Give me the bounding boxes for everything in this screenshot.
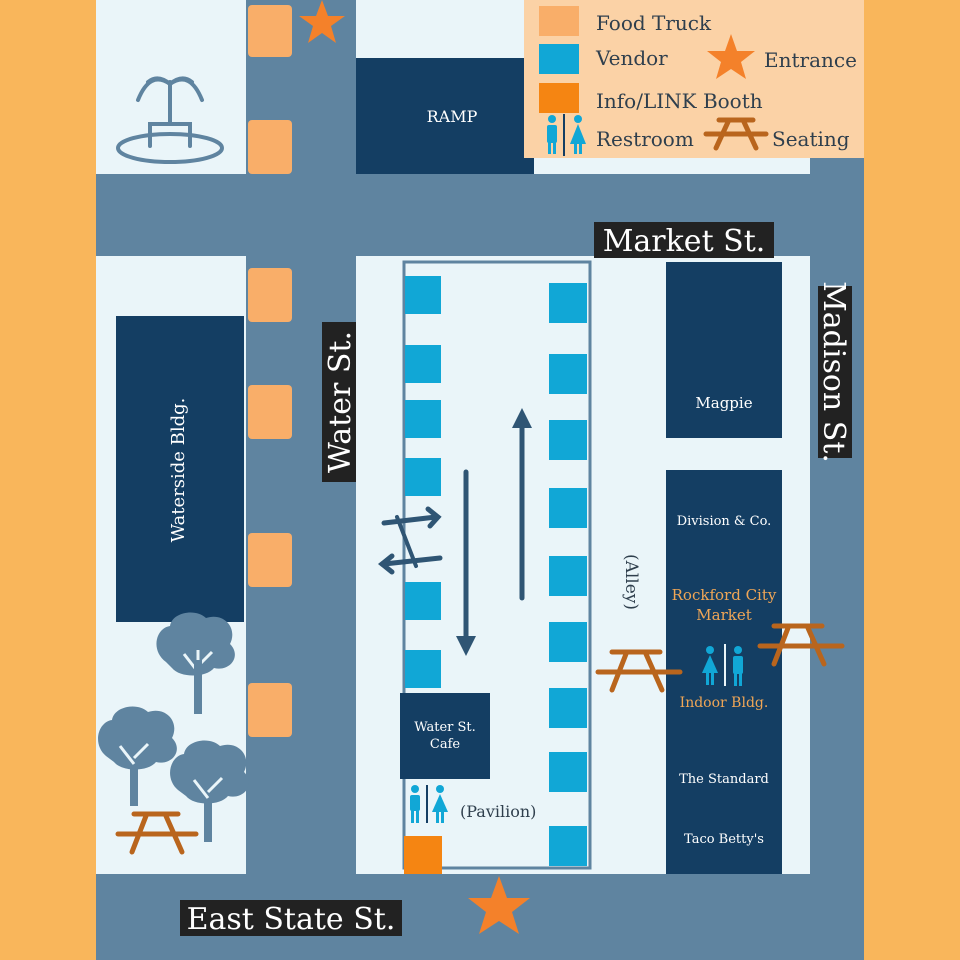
vendor-stall — [549, 688, 587, 728]
building-ramp — [356, 58, 534, 174]
building-waterside — [116, 316, 244, 622]
water-street-label: Water St. — [323, 331, 358, 473]
tree-icon — [170, 740, 249, 842]
vendor-stall — [549, 354, 587, 394]
vendor-stall — [549, 752, 587, 792]
food-truck — [248, 5, 292, 57]
vendor-stall — [405, 400, 441, 438]
vendors-west-row — [405, 276, 441, 688]
legend-vendor-label: Vendor — [595, 46, 668, 70]
legend-food-truck-label: Food Truck — [596, 11, 712, 35]
turnaround-arrow-icon — [381, 506, 442, 529]
legend-info-booth-label: Info/LINK Booth — [596, 89, 763, 113]
food-truck — [248, 385, 292, 439]
vendor-stall — [549, 488, 587, 528]
vendor-stall — [549, 283, 587, 323]
waterside-label: Waterside Bldg. — [168, 398, 189, 543]
indoor-label: Indoor Bldg. — [680, 695, 769, 711]
entrance-star-icon — [299, 0, 345, 43]
picnic-table-icon — [595, 649, 683, 693]
food-truck — [248, 120, 292, 174]
division-label: Division & Co. — [677, 514, 772, 529]
traffic-arrows — [377, 408, 532, 656]
legend-restroom-icon — [547, 114, 586, 156]
entrance-star-icon — [468, 876, 530, 934]
legend-food-truck-swatch — [539, 6, 579, 36]
rcm-label-line1: Rockford City — [672, 586, 777, 604]
legend-entrance-label: Entrance — [764, 48, 857, 72]
restroom-icon — [410, 785, 448, 823]
cafe-label-line1: Water St. — [414, 720, 476, 735]
food-truck — [248, 683, 292, 737]
legend-vendor-swatch — [539, 44, 579, 74]
vendor-stall — [549, 556, 587, 596]
vendor-stall — [405, 276, 441, 314]
vendor-stall — [405, 345, 441, 383]
vendor-stall — [549, 622, 587, 662]
vendors-east-row — [549, 283, 587, 866]
building-magpie — [666, 262, 782, 438]
taco-label: Taco Betty's — [684, 832, 764, 847]
standard-label: The Standard — [679, 772, 769, 787]
food-truck — [248, 268, 292, 322]
rcm-label-line2: Market — [696, 606, 751, 624]
madison-street-label-box — [818, 286, 852, 458]
water-street-label-box — [322, 322, 356, 482]
legend-picnic-table-icon — [703, 117, 769, 151]
picnic-table-icon — [757, 623, 845, 667]
legend-restroom-label: Restroom — [596, 127, 694, 151]
picnic-table-icon — [115, 811, 199, 855]
vendor-stall — [549, 420, 587, 460]
food-truck — [248, 533, 292, 587]
vendor-stall — [405, 582, 441, 620]
east-state-street-label-box — [180, 900, 402, 936]
info-booth — [404, 836, 442, 874]
east-state-street-label: East State St. — [187, 902, 396, 937]
legend-info-booth-swatch — [539, 83, 579, 113]
tree-icon — [156, 612, 235, 714]
building-water-st-cafe — [400, 693, 490, 779]
legend-seating-label: Seating — [772, 127, 850, 151]
madison-street-label: Madison St. — [816, 281, 851, 463]
food-trucks — [248, 5, 292, 737]
fountain-icon — [116, 76, 224, 164]
market-street-label-box — [594, 222, 774, 258]
market-street-label: Market St. — [603, 224, 766, 259]
cafe-label-line2: Cafe — [430, 737, 461, 752]
restroom-icon — [702, 644, 743, 686]
vendor-stall — [549, 826, 587, 866]
pavilion-label: (Pavilion) — [460, 802, 536, 821]
vendor-stall — [405, 458, 441, 496]
legend-entrance-star-icon — [707, 34, 755, 79]
legend: Food Truck Vendor Entrance Info/LINK Boo… — [524, 0, 864, 158]
magpie-label: Magpie — [695, 394, 752, 412]
tree-icon — [98, 706, 177, 806]
alley-label: (Alley) — [621, 554, 641, 610]
ramp-label: RAMP — [427, 107, 478, 126]
vendor-stall — [405, 650, 441, 688]
pavilion-outline — [402, 260, 592, 870]
